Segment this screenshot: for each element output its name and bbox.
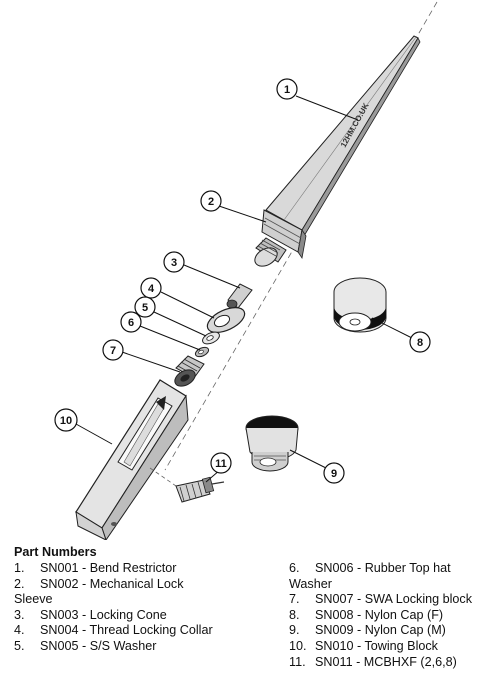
item-text: SN002 - Mechanical Lock bbox=[40, 576, 184, 591]
ss-washer-part bbox=[202, 331, 220, 345]
list-item: 6. SN006 - Rubber Top hat bbox=[289, 561, 489, 577]
list-item: 4. SN004 - Thread Locking Collar bbox=[14, 623, 249, 639]
towing-block-part bbox=[75, 379, 189, 540]
item-number: 1. bbox=[14, 561, 25, 575]
callout-leaders bbox=[75, 95, 413, 483]
parts-list: Part Numbers 1. SN001 - Bend Restrictor 2… bbox=[14, 545, 489, 669]
nylon-cap-f-part bbox=[333, 277, 387, 333]
item-text: SN008 - Nylon Cap (F) bbox=[315, 607, 444, 622]
list-item: Sleeve bbox=[14, 592, 249, 608]
item-text: SN005 - S/S Washer bbox=[40, 638, 157, 653]
callout-4-label: 4 bbox=[148, 283, 155, 295]
item-number: 8. bbox=[289, 607, 300, 622]
callout-3: 3 bbox=[163, 251, 185, 273]
callout-9: 9 bbox=[323, 462, 345, 484]
parts-list-right-column: 6. SN006 - Rubber Top hat Washer 7. SN007 … bbox=[289, 561, 489, 670]
item-number: 2. bbox=[14, 576, 25, 591]
mechanical-lock-sleeve-part bbox=[254, 209, 307, 267]
list-item: 3. SN003 - Locking Cone bbox=[14, 608, 249, 624]
callout-1-label: 1 bbox=[284, 84, 290, 96]
callout-8-label: 8 bbox=[417, 337, 423, 349]
callout-8: 8 bbox=[409, 331, 431, 353]
callout-6-label: 6 bbox=[128, 317, 134, 329]
parts-list-left-column: 1. SN001 - Bend Restrictor 2. SN002 - Mech… bbox=[14, 561, 249, 655]
parts-list-title: Part Numbers bbox=[14, 545, 97, 559]
item-text: SN010 - Towing Block bbox=[315, 638, 438, 653]
callout-7: 7 bbox=[102, 339, 124, 361]
locking-cone-part bbox=[226, 283, 253, 309]
swa-locking-block-part bbox=[174, 355, 205, 387]
item-number: 5. bbox=[14, 638, 25, 653]
callout-9-label: 9 bbox=[331, 468, 337, 480]
callout-4: 4 bbox=[140, 277, 162, 299]
callout-11: 11 bbox=[210, 452, 232, 474]
callout-10-label: 10 bbox=[60, 415, 72, 427]
callout-2-label: 2 bbox=[208, 196, 214, 208]
callout-2: 2 bbox=[200, 190, 222, 212]
callout-6: 6 bbox=[120, 311, 142, 333]
item-number: 7. bbox=[289, 592, 300, 607]
mcbhxf-connector-part bbox=[149, 467, 225, 503]
list-item: 5. SN005 - S/S Washer bbox=[14, 639, 249, 655]
callout-5-label: 5 bbox=[142, 302, 148, 314]
list-item: 9. SN009 - Nylon Cap (M) bbox=[289, 623, 489, 639]
item-number: 10. bbox=[289, 638, 307, 653]
list-item: 1. SN001 - Bend Restrictor bbox=[14, 561, 249, 577]
list-item: 7. SN007 - SWA Locking block bbox=[289, 592, 489, 608]
bend-restrictor-part: 12HM.CO.UK bbox=[265, 35, 421, 237]
callout-3-label: 3 bbox=[171, 257, 177, 269]
item-text: SN006 - Rubber Top hat bbox=[315, 561, 451, 575]
rubber-top-hat-washer-part bbox=[194, 346, 210, 358]
list-item: 10. SN010 - Towing Block bbox=[289, 639, 489, 655]
nylon-cap-m-part bbox=[245, 415, 299, 472]
item-text: Sleeve bbox=[14, 592, 53, 607]
item-text: SN009 - Nylon Cap (M) bbox=[315, 623, 446, 638]
item-text: SN011 - MCBHXF (2,6,8) bbox=[315, 654, 457, 669]
item-number: 3. bbox=[14, 607, 25, 622]
item-text: Washer bbox=[289, 576, 332, 591]
list-item: 8. SN008 - Nylon Cap (F) bbox=[289, 608, 489, 624]
item-number: 9. bbox=[289, 623, 300, 638]
callout-5: 5 bbox=[134, 296, 156, 318]
exploded-view-drawing: 12HM.CO.UK bbox=[54, 1, 438, 540]
item-text: SN007 - SWA Locking block bbox=[315, 592, 473, 607]
list-item: Washer bbox=[289, 577, 489, 593]
item-number: 6. bbox=[289, 561, 300, 575]
thread-locking-collar-part bbox=[206, 307, 246, 333]
callout-11-label: 11 bbox=[215, 458, 227, 470]
callout-7-label: 7 bbox=[110, 345, 116, 357]
item-text: SN003 - Locking Cone bbox=[40, 607, 167, 622]
callout-1: 1 bbox=[276, 78, 298, 100]
item-number: 4. bbox=[14, 623, 25, 638]
list-item: 11. SN011 - MCBHXF (2,6,8) bbox=[289, 655, 489, 671]
item-number: 11. bbox=[289, 654, 306, 669]
list-item: 2. SN002 - Mechanical Lock bbox=[14, 577, 249, 593]
callout-10: 10 bbox=[54, 408, 78, 432]
item-text: SN001 - Bend Restrictor bbox=[40, 561, 177, 575]
item-text: SN004 - Thread Locking Collar bbox=[40, 623, 213, 638]
